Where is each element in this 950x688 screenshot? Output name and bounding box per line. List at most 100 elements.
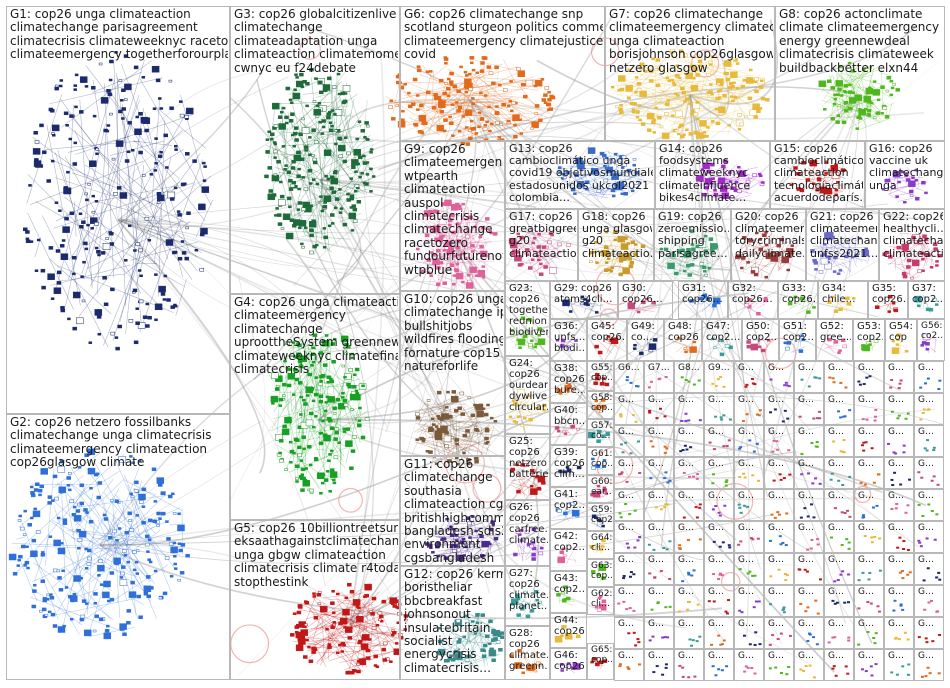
small-cluster-cell: G… <box>764 585 794 617</box>
small-cluster-cell: G… <box>734 361 764 393</box>
cluster-label-g1: G1: cop26 unga climateaction climatechan… <box>10 8 228 62</box>
small-cluster-label: G… <box>828 395 852 405</box>
small-cluster-cell: G… <box>854 553 884 585</box>
small-cluster-label: G… <box>708 427 732 437</box>
small-cluster-cell: G… <box>764 521 794 553</box>
cluster-g27: G27: cop26 climate… planet… <box>505 566 550 626</box>
small-cluster-label: G… <box>708 555 732 565</box>
small-cluster-cell: G… <box>644 585 674 617</box>
small-cluster-cell: G… <box>674 425 704 457</box>
small-cluster-cell: G… <box>704 489 734 521</box>
small-cluster-label: G… <box>678 427 702 437</box>
small-cluster-label: G… <box>708 587 732 597</box>
cluster-label-g6: G6: cop26 climatechange snp scotland stu… <box>404 8 603 62</box>
cluster-g42: G42: cop2… <box>550 529 587 571</box>
small-cluster-cell: G9… <box>704 361 734 393</box>
small-cluster-label: G… <box>678 555 702 565</box>
small-cluster-label: G… <box>828 587 852 597</box>
small-cluster-cell: G… <box>614 521 644 553</box>
small-cluster-cell: G… <box>614 457 644 489</box>
cluster-g22: G22: cop26 healthycli… climatecha… clima… <box>879 209 945 281</box>
small-cluster-cell: G… <box>734 425 764 457</box>
cluster-label-g39: G39: cop26 clim… <box>554 447 585 480</box>
small-cluster-cell: G… <box>824 489 854 521</box>
small-cluster-label: G… <box>798 619 822 629</box>
cluster-label-g19: G19: cop26 zeroemissio… shipping parisag… <box>658 211 729 260</box>
small-cluster-label: G… <box>768 555 792 565</box>
cluster-g46: G46: cop26 <box>550 648 587 680</box>
cluster-label-g31: G31: cop26… <box>682 283 726 305</box>
cluster-label-g38: G38: cop26 bure… <box>554 363 585 396</box>
cluster-g18: G18: cop26 unga glasgow g20 climateactio… <box>578 209 654 281</box>
small-cluster-label: G… <box>858 459 882 469</box>
cluster-label-g57: G57: co… <box>591 421 612 441</box>
cluster-label-g24: G24: cop26 ourdear… dywlive circular… <box>509 358 548 413</box>
small-cluster-label: G… <box>678 523 702 533</box>
small-cluster-cell: G… <box>614 393 644 425</box>
cluster-label-g21: G21: cop26 climateemer… climatechan… unf… <box>810 211 877 260</box>
cluster-g43: G43: cop2… <box>550 571 587 613</box>
small-cluster-cell: G… <box>914 585 944 617</box>
cluster-g36: G36: unfs… biodi… <box>550 319 587 361</box>
small-cluster-label: G… <box>648 555 672 565</box>
small-cluster-label: G… <box>798 523 822 533</box>
small-cluster-cell: G… <box>764 425 794 457</box>
small-cluster-cell: G… <box>824 553 854 585</box>
small-cluster-cell: G… <box>794 521 824 553</box>
cluster-g26: G26: cop26 carfree… climate… <box>505 500 550 566</box>
cluster-label-g55: G55: cop… <box>591 363 612 383</box>
cluster-g47: G47: cop2… <box>702 319 742 361</box>
small-cluster-label: G… <box>918 491 942 501</box>
cluster-g5: G5: cop26 10billiontreetsunami eksaathag… <box>230 520 400 680</box>
small-cluster-cell: G… <box>824 585 854 617</box>
cluster-label-g51: G51: cop2… <box>783 321 814 343</box>
small-cluster-label: G… <box>918 363 942 373</box>
small-cluster-label: G… <box>828 523 852 533</box>
small-cluster-cell: G… <box>764 457 794 489</box>
small-cluster-cell: G… <box>674 553 704 585</box>
small-cluster-label: G… <box>858 491 882 501</box>
small-cluster-cell: G6… <box>614 361 644 393</box>
cluster-g32: G32: cop26… <box>728 281 778 319</box>
small-cluster-label: G… <box>888 555 912 565</box>
small-cluster-label: G… <box>768 651 792 661</box>
small-cluster-cell: G… <box>854 361 884 393</box>
cluster-g9: G9: cop26 climateemergency wtpearth clim… <box>400 141 505 291</box>
small-cluster-cell: G… <box>914 425 944 457</box>
small-cluster-cell: G… <box>794 553 824 585</box>
cluster-g11: G11: cop26 climatechange southasia clima… <box>400 456 505 566</box>
cluster-g13: G13: cop26 cambioclimático unga covid19 … <box>505 141 655 209</box>
cluster-g21: G21: cop26 climateemer… climatechan… unf… <box>806 209 879 281</box>
cluster-label-g40: G40: bbcn… <box>554 405 585 427</box>
small-cluster-cell: G… <box>764 361 794 393</box>
cluster-g28: G28: cop26 climate… greenn… <box>505 626 550 680</box>
small-cluster-cell: G… <box>734 457 764 489</box>
small-cluster-cell: G… <box>614 585 644 617</box>
cluster-label-g29: G29: cop26 atoms4cli… <box>554 283 616 305</box>
small-cluster-cell: G… <box>824 425 854 457</box>
cluster-g14: G14: cop26 foodsystems climateweeknyc cl… <box>655 141 770 209</box>
small-cluster-label: G… <box>648 619 672 629</box>
small-cluster-cell: G… <box>884 553 914 585</box>
small-cluster-label: G… <box>888 523 912 533</box>
cluster-g24: G24: cop26 ourdear… dywlive circular… <box>505 356 550 434</box>
small-cluster-label: G… <box>738 587 762 597</box>
cluster-g63: G63: cop… <box>587 559 614 587</box>
cluster-label-g34: G34: chile… <box>822 283 866 305</box>
small-cluster-label: G… <box>768 363 792 373</box>
small-cluster-label: G… <box>798 587 822 597</box>
small-cluster-cell: G… <box>644 617 674 649</box>
small-cluster-cell: G… <box>794 393 824 425</box>
small-cluster-cell: G… <box>854 425 884 457</box>
small-cluster-label: G… <box>858 651 882 661</box>
small-cluster-label: G… <box>798 555 822 565</box>
cluster-g33: G33: cop26… <box>778 281 818 319</box>
small-cluster-cell: G… <box>884 521 914 553</box>
small-cluster-label: G… <box>738 491 762 501</box>
small-cluster-label: G… <box>768 459 792 469</box>
small-cluster-cell: G7… <box>644 361 674 393</box>
small-cluster-cell: G… <box>884 361 914 393</box>
cluster-g29: G29: cop26 atoms4cli… <box>550 281 618 319</box>
small-cluster-cell: G… <box>914 617 944 649</box>
